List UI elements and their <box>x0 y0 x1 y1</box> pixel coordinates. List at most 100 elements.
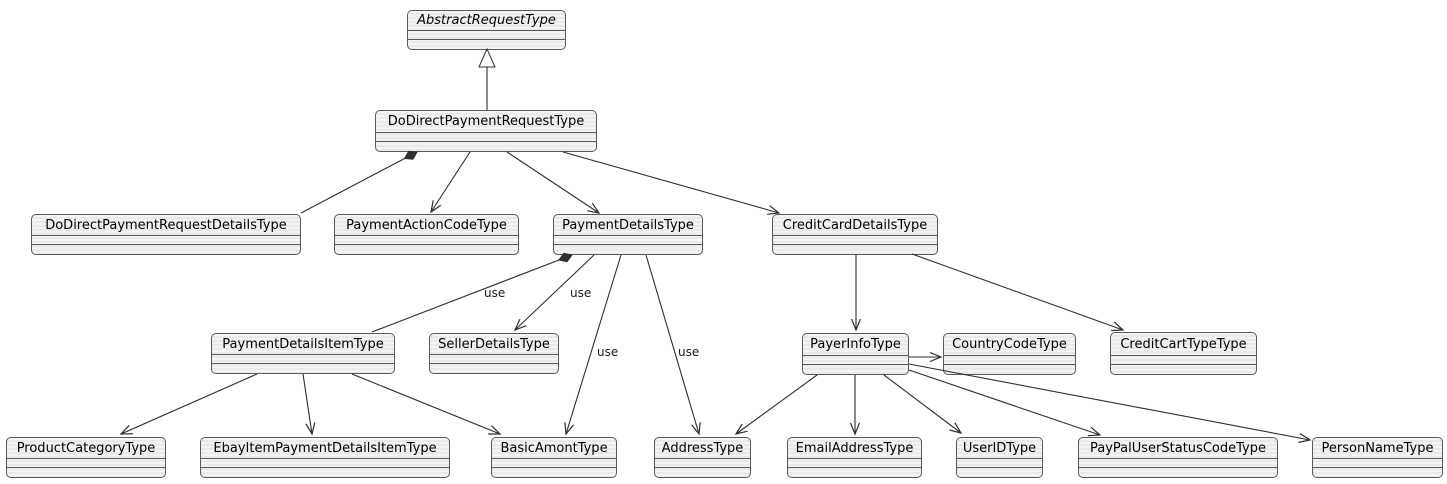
methods-compartment <box>335 244 518 254</box>
methods-compartment <box>212 363 394 373</box>
class-title: CountryCodeType <box>952 337 1067 352</box>
methods-compartment <box>957 467 1042 477</box>
class-title: DoDirectPaymentRequestType <box>387 114 585 129</box>
fields-compartment <box>201 458 449 467</box>
class-title: DoDirectPaymentRequestDetailsType <box>45 217 287 233</box>
edge-DoDirectPaymentRequestType-to-PaymentActionCodeType-arrowhead <box>430 200 442 214</box>
methods-compartment <box>1079 467 1277 477</box>
class-node-CreditCartTypeType: CreditCartTypeType <box>1110 332 1257 375</box>
fields-compartment <box>655 458 750 467</box>
fields-compartment <box>335 235 518 244</box>
edge-PaymentDetailsType-to-SellerDetailsType-arrowhead <box>513 318 527 332</box>
fields-compartment <box>1079 458 1277 467</box>
class-node-PaymentDetailsItemType: PaymentDetailsItemType <box>211 333 395 374</box>
edge-PaymentDetailsType-to-AddressType-arrowhead <box>691 422 701 436</box>
edge-PaymentDetailsItemType-to-BasicAmontType-arrowhead <box>488 425 502 435</box>
edge-PayerInfoType-to-UserIDType-arrowhead <box>949 422 963 434</box>
edge-label-PaymentDetailsType-to-AddressType: use <box>678 345 700 359</box>
edge-PayerInfoType-to-PersonNameType-line <box>908 363 1311 441</box>
class-title: PersonNameType <box>1321 440 1434 456</box>
methods-compartment <box>32 244 300 254</box>
edge-PayerInfoType-to-PayPalUserStatusCodeType-line <box>908 369 1101 436</box>
edge-label-PaymentDetailsType-to-BasicAmontType: use <box>597 345 619 359</box>
edge-PayerInfoType-to-PersonNameType-arrowhead <box>1298 432 1312 443</box>
fields-compartment <box>554 235 702 244</box>
fields-compartment <box>773 235 937 244</box>
class-node-SellerDetailsType: SellerDetailsType <box>429 333 559 374</box>
class-title: SellerDetailsType <box>438 336 550 352</box>
class-title: BasicAmontType <box>500 440 608 456</box>
fields-compartment <box>944 355 1075 364</box>
edge-PayerInfoType-to-PayPalUserStatusCodeType-arrowhead <box>1088 426 1102 437</box>
methods-compartment <box>655 467 750 477</box>
edge-DoDirectPaymentRequestType-to-PaymentDetailsType-arrowhead <box>587 202 601 214</box>
fields-compartment <box>430 354 558 363</box>
edge-PayerInfoType-to-AddressType-line <box>735 374 818 435</box>
fields-compartment <box>803 355 908 364</box>
class-title: PaymentActionCodeType <box>346 217 507 233</box>
edge-DoDirectPaymentRequestType-to-DoDirectPaymentRequestDetailsType-line <box>300 151 418 214</box>
class-node-PaymentActionCodeType: PaymentActionCodeType <box>334 214 519 255</box>
methods-compartment <box>788 467 921 477</box>
methods-compartment <box>408 39 565 49</box>
edge-CreditCardDetailsType-to-PayerInfoType-arrowhead <box>850 318 862 332</box>
edge-PaymentDetailsItemType-to-EbayItemPaymentDetailsItemType-line <box>302 373 313 435</box>
class-node-CountryCodeType: CountryCodeType <box>943 333 1076 375</box>
class-node-UserIDType: UserIDType <box>956 437 1043 478</box>
class-node-BasicAmontType: BasicAmontType <box>491 437 617 478</box>
fields-compartment <box>32 235 300 244</box>
methods-compartment <box>803 364 908 374</box>
edge-CreditCardDetailsType-to-CreditCartTypeType-line <box>911 253 1124 331</box>
class-title: PayPalUserStatusCodeType <box>1090 440 1266 456</box>
methods-compartment <box>376 141 596 151</box>
edge-label-PaymentDetailsType-to-PaymentDetailsItemType: use <box>484 286 506 300</box>
edge-PaymentDetailsItemType-to-ProductCategoryType-line <box>120 373 258 435</box>
class-node-AddressType: AddressType <box>654 437 751 478</box>
class-node-DoDirectPaymentRequestType: DoDirectPaymentRequestType <box>375 110 597 152</box>
class-title: CreditCartTypeType <box>1120 336 1247 352</box>
fields-compartment <box>7 458 165 467</box>
fields-compartment <box>1313 458 1442 467</box>
edge-PaymentDetailsItemType-to-ProductCategoryType-arrowhead <box>119 424 133 435</box>
fields-compartment <box>492 458 616 467</box>
methods-compartment <box>201 467 449 477</box>
edge-PaymentDetailsType-to-PaymentDetailsItemType-line <box>371 254 573 333</box>
class-title: AbstractRequestType <box>417 13 556 28</box>
edge-PaymentDetailsItemType-to-EbayItemPaymentDetailsItemType-arrowhead <box>305 422 316 436</box>
edge-PaymentDetailsType-to-BasicAmontType-arrowhead <box>564 422 574 436</box>
class-node-DoDirectPaymentRequestDetailsType: DoDirectPaymentRequestDetailsType <box>31 214 301 255</box>
fields-compartment <box>1111 355 1256 364</box>
methods-compartment <box>554 244 702 254</box>
edge-PaymentDetailsItemType-to-BasicAmontType-line <box>351 373 501 435</box>
class-title: PaymentDetailsType <box>562 217 694 233</box>
edge-PayerInfoType-to-CountryCodeType-arrowhead <box>929 351 943 363</box>
class-node-CreditCardDetailsType: CreditCardDetailsType <box>772 214 938 255</box>
class-title: CreditCardDetailsType <box>782 217 928 233</box>
fields-compartment <box>788 458 921 467</box>
edge-PayerInfoType-to-AddressType-arrowhead <box>734 423 748 435</box>
fields-compartment <box>408 30 565 39</box>
class-title: UserIDType <box>962 440 1037 456</box>
methods-compartment <box>944 364 1075 374</box>
fields-compartment <box>212 354 394 363</box>
class-node-AbstractRequestType: AbstractRequestType <box>407 10 566 50</box>
class-node-EbayItemPaymentDetailsItemType: EbayItemPaymentDetailsItemType <box>200 437 450 478</box>
class-node-PayerInfoType: PayerInfoType <box>802 333 909 375</box>
edge-CreditCardDetailsType-to-CreditCartTypeType-arrowhead <box>1111 321 1125 332</box>
fields-compartment <box>376 132 596 141</box>
class-node-PaymentDetailsType: PaymentDetailsType <box>553 214 703 255</box>
edge-label-PaymentDetailsType-to-SellerDetailsType: use <box>570 286 592 300</box>
class-title: PayerInfoType <box>810 337 901 352</box>
class-title: ProductCategoryType <box>16 440 156 456</box>
edge-DoDirectPaymentRequestType-to-PaymentDetailsType-line <box>506 151 600 214</box>
edge-DoDirectPaymentRequestType-to-DoDirectPaymentRequestDetailsType-diamond <box>403 150 418 160</box>
edge-DoDirectPaymentRequestType-to-AbstractRequestType-triangle <box>478 47 496 68</box>
class-title: EmailAddressType <box>795 440 914 456</box>
edge-PayerInfoType-to-EmailAddressType-arrowhead <box>849 422 861 436</box>
methods-compartment <box>492 467 616 477</box>
class-node-EmailAddressType: EmailAddressType <box>787 437 922 478</box>
class-title: PaymentDetailsItemType <box>222 336 384 352</box>
class-node-ProductCategoryType: ProductCategoryType <box>6 437 166 478</box>
methods-compartment <box>773 244 937 254</box>
